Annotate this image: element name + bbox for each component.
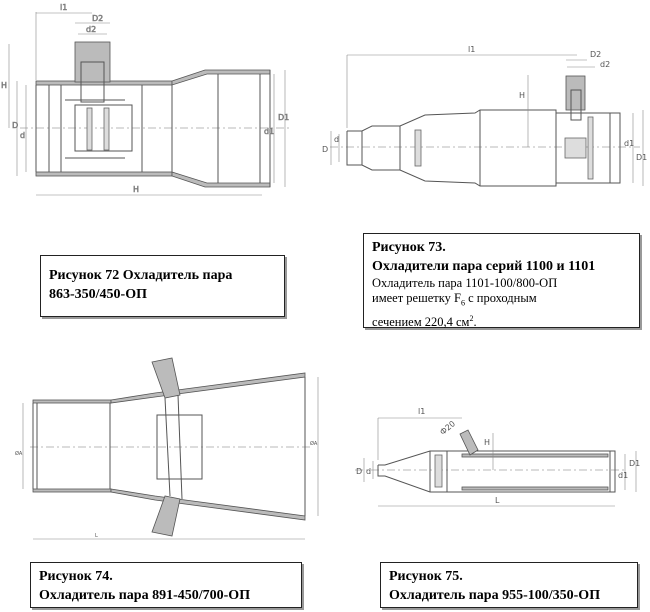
fig75-body: [355, 429, 625, 493]
caption-subtitle: Охладитель пара 955-100/350-ОП: [389, 588, 601, 603]
note-subscript: 6: [460, 298, 465, 308]
dim-D1: D1: [636, 153, 647, 162]
fig73-body: [330, 75, 640, 187]
dim-L: L: [495, 496, 500, 505]
fig73-dimensions: l1 D2 d2 H D d d1 D1: [322, 45, 647, 186]
dim-d: d: [334, 135, 339, 144]
dim-d1: d1: [264, 127, 274, 136]
note-superscript: 2: [469, 313, 474, 323]
dim-d: d: [20, 131, 25, 140]
dim-phi20: Ф20: [438, 419, 457, 437]
caption-note-line: имеет решетку F6 с проходным: [372, 291, 631, 311]
caption-subtitle: Охладители пара серий 1100 и 1101: [372, 259, 596, 274]
fig72-body: [20, 41, 290, 188]
figure-73-caption: Рисунок 73. Охладители пара серий 1100 и…: [363, 233, 640, 330]
dim-H: H: [519, 91, 525, 100]
dim-d2: d2: [600, 60, 610, 69]
caption-subtitle: 863-350/450-ОП: [49, 287, 147, 302]
dim-D: D: [322, 145, 328, 154]
caption-note-line: Охладитель пара 1101-100/800-ОП: [372, 276, 558, 290]
dim-l1: l1: [468, 45, 475, 54]
fig74-body: [30, 357, 312, 537]
dim-D2: D2: [590, 50, 601, 59]
dim-D: D: [12, 121, 18, 130]
dim-d: d: [366, 467, 371, 476]
figure-72-caption: Рисунок 72 Охладитель пара 863-350/450-О…: [40, 255, 285, 317]
note-text: с проходным: [464, 291, 537, 305]
dim-H: H: [1, 81, 7, 90]
caption-subtitle: Охладитель пара 891-450/700-ОП: [39, 588, 251, 603]
dim-D1: D1: [629, 459, 640, 468]
dim-l1: l1: [418, 407, 425, 416]
note-text: имеет решетку F: [372, 291, 461, 305]
caption-title: Рисунок 74.: [39, 569, 113, 584]
figure-75-caption: Рисунок 75. Охладитель пара 955-100/350-…: [380, 562, 638, 608]
note-text: сечением 220,4 см: [372, 314, 470, 329]
dim-L: L: [95, 533, 98, 539]
dim-d2: d2: [86, 25, 96, 34]
dim-H: H: [484, 438, 490, 447]
dim-diameter-right: ØA: [310, 440, 318, 447]
dim-l1: l1: [60, 3, 67, 12]
dim-D1: D1: [278, 113, 289, 122]
caption-title: Рисунок 72 Охладитель пара: [49, 268, 233, 283]
caption-title: Рисунок 75.: [389, 569, 463, 584]
figure-74-caption: Рисунок 74. Охладитель пара 891-450/700-…: [30, 562, 302, 608]
caption-note-line: сечением 220,4 см2.: [372, 311, 631, 330]
dim-diameter-left: ØA: [15, 450, 23, 457]
dim-d1: d1: [618, 471, 628, 480]
dim-D: D: [356, 467, 362, 476]
caption-title: Рисунок 73.: [372, 240, 446, 255]
fig72-dimensions: l1 D2 d2 H D d d1 D1 H: [1, 3, 290, 196]
dim-d1: d1: [624, 139, 634, 148]
note-text: .: [473, 314, 477, 329]
fig74-dimensions: ØA ØA L: [15, 377, 319, 540]
dim-L: H: [133, 185, 139, 194]
dim-D2: D2: [92, 14, 103, 23]
